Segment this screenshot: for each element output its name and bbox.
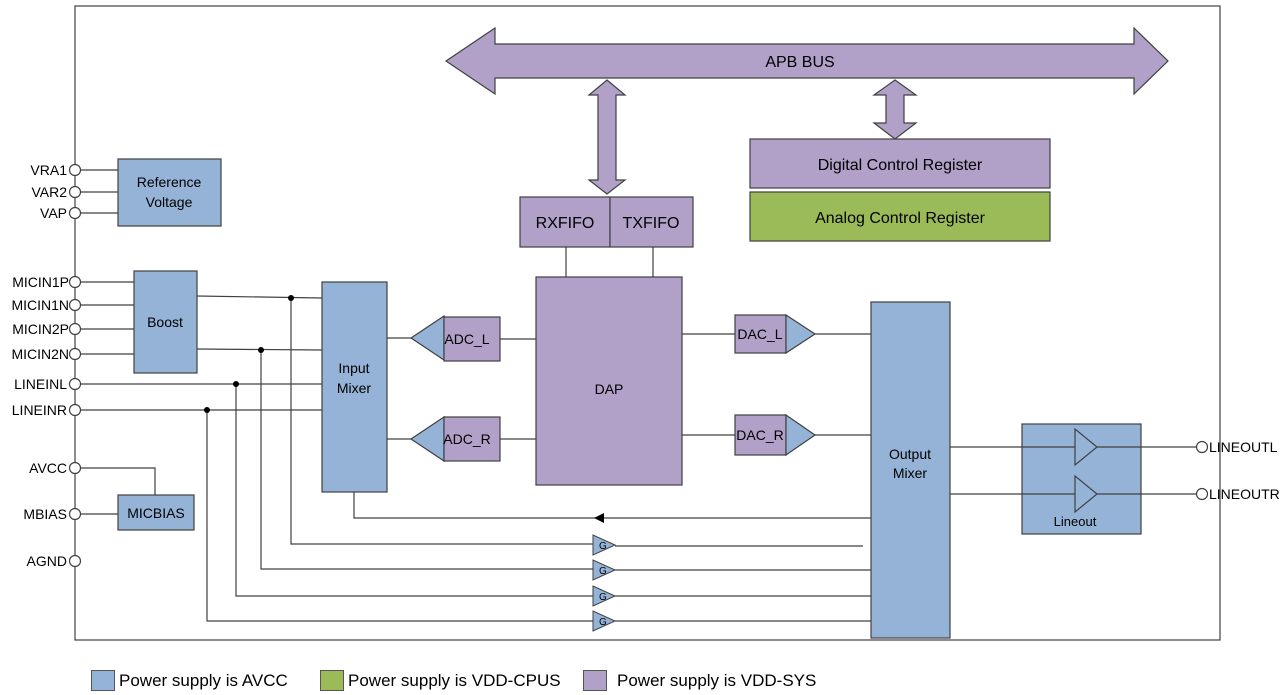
svg-text:MICIN2N: MICIN2N bbox=[11, 346, 69, 362]
input-mixer-label-line2: Mixer bbox=[337, 380, 372, 396]
pin-micin1p: MICIN1P bbox=[12, 274, 82, 290]
adc-l-block: ADC_L bbox=[409, 314, 501, 362]
gain-stage: G bbox=[592, 610, 617, 632]
svg-text:VAR2: VAR2 bbox=[31, 184, 67, 200]
pin-lineinl: LINEINL bbox=[14, 376, 82, 392]
dac-r-label: DAC_R bbox=[736, 427, 783, 443]
boost-block bbox=[133, 270, 198, 374]
adc-l-label: ADC_L bbox=[444, 331, 489, 347]
bus-fifo-arrow bbox=[587, 79, 627, 195]
output-mixer-block bbox=[870, 301, 951, 639]
pin-vap: VAP bbox=[40, 205, 82, 221]
digital-control-register bbox=[749, 138, 1051, 189]
apb-bus-label: APB BUS bbox=[765, 54, 834, 71]
svg-text:MICIN1N: MICIN1N bbox=[11, 297, 69, 313]
lineout-label: Lineout bbox=[1054, 514, 1097, 529]
svg-text:VAP: VAP bbox=[40, 205, 67, 221]
micbias-label: MICBIAS bbox=[127, 505, 185, 521]
svg-text:G: G bbox=[599, 541, 607, 552]
svg-text:G: G bbox=[599, 617, 607, 628]
analog-control-register-label: Analog Control Register bbox=[815, 210, 986, 227]
pin-micin2n: MICIN2N bbox=[11, 346, 82, 362]
dap-block bbox=[535, 276, 683, 486]
bus-register-arrow bbox=[872, 79, 918, 140]
pin-mbias: MBIAS bbox=[23, 506, 82, 522]
pin-lineoutl: LINEOUTL bbox=[1195, 439, 1278, 455]
svg-text:G: G bbox=[599, 592, 607, 603]
svg-text:LINEINL: LINEINL bbox=[14, 376, 67, 392]
dap-label: DAP bbox=[595, 381, 624, 397]
pin-micin2p: MICIN2P bbox=[12, 321, 82, 337]
rxfifo-block bbox=[519, 196, 611, 248]
gain-stage: G bbox=[592, 585, 617, 607]
svg-text:AVCC: AVCC bbox=[29, 460, 67, 476]
micbias-block bbox=[117, 494, 195, 531]
svg-text:MICIN1P: MICIN1P bbox=[12, 274, 69, 290]
txfifo-label: TXFIFO bbox=[623, 215, 680, 232]
svg-text:G: G bbox=[599, 566, 607, 577]
rxfifo-label: RXFIFO bbox=[536, 215, 595, 232]
gain-stage: G bbox=[592, 559, 617, 581]
pin-avcc: AVCC bbox=[29, 460, 82, 476]
input-mixer-block bbox=[321, 281, 388, 493]
pin-vra1: VRA1 bbox=[30, 162, 82, 178]
pin-agnd: AGND bbox=[27, 553, 82, 569]
digital-control-register-label: Digital Control Register bbox=[818, 157, 983, 174]
svg-text:VRA1: VRA1 bbox=[30, 162, 67, 178]
pin-lineoutr: LINEOUTR bbox=[1195, 486, 1280, 502]
svg-text:AGND: AGND bbox=[27, 553, 67, 569]
pin-var2: VAR2 bbox=[31, 184, 82, 200]
svg-text:MBIAS: MBIAS bbox=[23, 506, 67, 522]
pin-micin1n: MICIN1N bbox=[11, 297, 82, 313]
adc-r-block: ADC_R bbox=[409, 415, 501, 463]
svg-text:LINEOUTL: LINEOUTL bbox=[1209, 439, 1278, 455]
junction-dots bbox=[204, 295, 294, 413]
signal-wires bbox=[81, 169, 1196, 622]
boost-label: Boost bbox=[147, 314, 183, 330]
adc-r-label: ADC_R bbox=[443, 431, 490, 447]
output-mixer-label-line1: Output bbox=[889, 446, 931, 462]
svg-text:LINEOUTR: LINEOUTR bbox=[1209, 486, 1280, 502]
dac-r-block: DAC_R bbox=[734, 413, 817, 457]
analog-control-register bbox=[749, 191, 1051, 242]
svg-text:MICIN2P: MICIN2P bbox=[12, 321, 69, 337]
pin-lineinr: LINEINR bbox=[12, 402, 82, 418]
svg-text:LINEINR: LINEINR bbox=[12, 402, 67, 418]
gain-stage: G bbox=[592, 534, 617, 556]
dac-l-block: DAC_L bbox=[734, 313, 817, 355]
input-mixer-label-line1: Input bbox=[338, 360, 369, 376]
reference-voltage-block bbox=[117, 158, 222, 227]
reference-voltage-label-line2: Voltage bbox=[146, 194, 193, 210]
reference-voltage-label-line1: Reference bbox=[137, 174, 202, 190]
output-mixer-label-line2: Mixer bbox=[893, 465, 928, 481]
apb-bus: APB BUS bbox=[444, 26, 1169, 96]
feedback-arrowhead bbox=[594, 513, 604, 523]
dac-l-label: DAC_L bbox=[737, 326, 782, 342]
txfifo-block bbox=[609, 196, 694, 248]
